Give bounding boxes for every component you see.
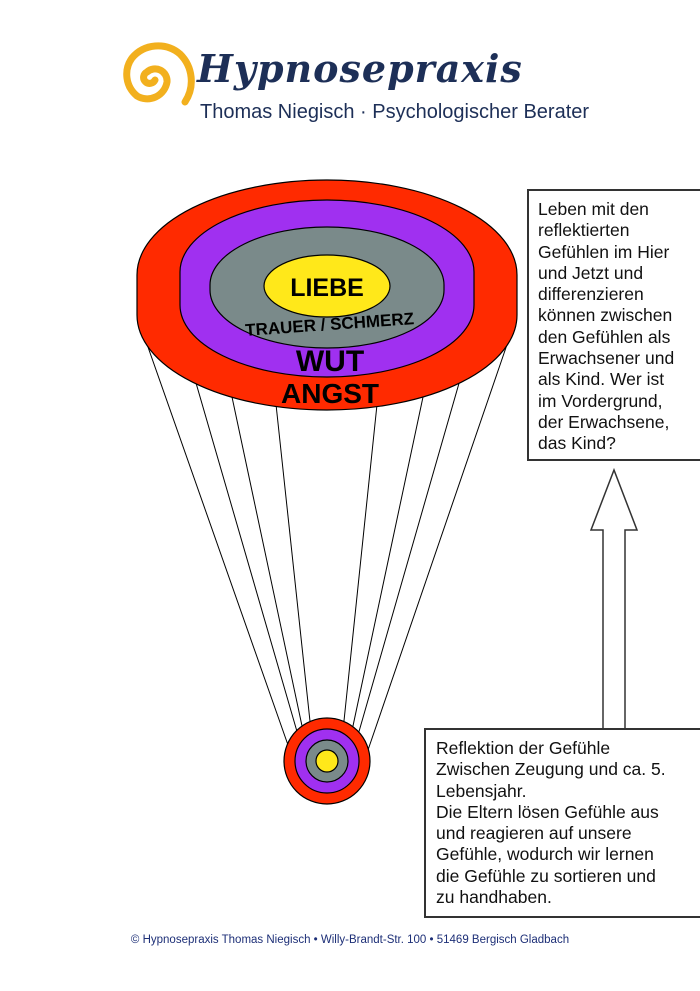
- text-line: zu handhaben.: [436, 887, 552, 908]
- label-wut: WUT: [296, 345, 364, 378]
- text-line: Reflektion der Gefühle: [436, 738, 611, 758]
- text-line: können zwischen: [538, 305, 673, 326]
- text-line: Gefühle, wodurch wir lernen: [436, 844, 654, 865]
- text-line: Erwachsener und: [538, 348, 675, 369]
- text-line: das Kind?: [538, 433, 616, 454]
- text-line: Gefühlen im Hier: [538, 241, 670, 262]
- label-angst: ANGST: [281, 378, 379, 409]
- text-line: der Erwachsene,: [538, 411, 670, 432]
- text-line: Leben mit den: [538, 199, 649, 219]
- text-line: im Vordergrund,: [538, 390, 663, 411]
- text-line: Lebensjahr.: [436, 780, 527, 801]
- text-line: Zwischen Zeugung und ca. 5.: [436, 759, 666, 780]
- text-line: und reagieren auf unsere: [436, 823, 632, 844]
- layer-liebe: [263, 254, 391, 318]
- footer: © Hypnosepraxis Thomas Niegisch • Willy-…: [130, 934, 570, 946]
- logo-title: Hypnosepraxis: [197, 46, 523, 91]
- text-line: und Jetzt und: [538, 262, 644, 283]
- text-line: differenzieren: [538, 284, 644, 305]
- small-emotion-circle: [283, 717, 371, 805]
- label-liebe: LIEBE: [290, 274, 364, 302]
- up-arrow-icon: [589, 467, 639, 728]
- funnel-lines: [141, 329, 513, 751]
- emotion-layers: [136, 179, 518, 411]
- text-line: reflektierten: [538, 220, 630, 241]
- logo-subtitle: Thomas Niegisch · Psychologischer Berate…: [200, 101, 590, 123]
- text-line: Die Eltern lösen Gefühle aus: [436, 801, 659, 822]
- text-line: den Gefühlen als: [538, 326, 671, 347]
- small-ring: [315, 749, 339, 773]
- spiral-logo-icon: [123, 42, 195, 106]
- text-line: als Kind. Wer ist: [538, 369, 665, 390]
- text-line: die Gefühle zu sortieren und: [436, 865, 656, 886]
